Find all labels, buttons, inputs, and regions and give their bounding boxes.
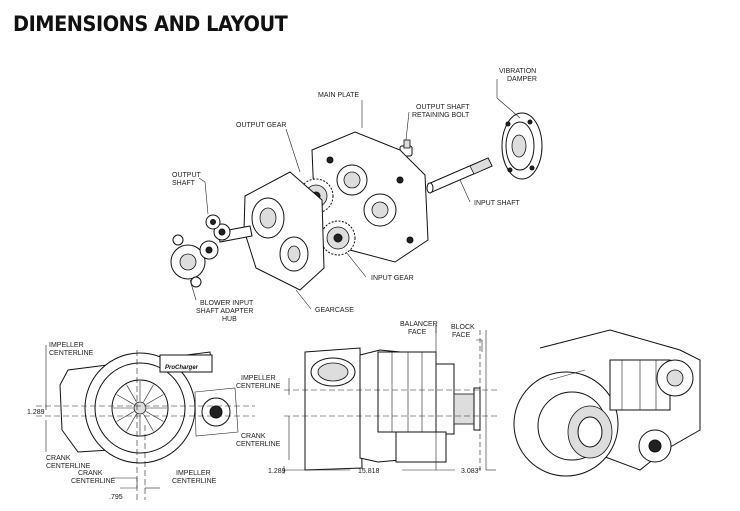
vibration-damper-label-1: VIBRATION — [499, 68, 536, 75]
block-face-label-1: BLOCK — [451, 324, 475, 331]
output-shaft-bolt-label-1: OUTPUT SHAFT — [416, 104, 470, 111]
front-view: ProCharger — [59, 351, 239, 464]
input-shaft-label: INPUT SHAFT — [474, 200, 520, 207]
svg-text:CENTERLINE: CENTERLINE — [71, 478, 116, 485]
crank-centerline-side-2: CENTERLINE — [236, 441, 281, 448]
svg-text:CENTERLINE: CENTERLINE — [236, 383, 281, 390]
svg-text:CRANK: CRANK — [46, 455, 71, 462]
output-gear-label: OUTPUT GEAR — [236, 122, 286, 129]
output-shaft-label-2: SHAFT — [172, 180, 196, 187]
svg-text:CRANK: CRANK — [241, 433, 266, 440]
svg-text:VIBRATION: VIBRATION — [499, 68, 536, 75]
blower-hub-label-1: BLOWER INPUT — [200, 300, 254, 307]
output-shaft-bolt-label-2: RETAINING BOLT — [412, 112, 470, 119]
output-shaft-label-1: OUTPUT — [172, 172, 202, 179]
svg-text:FACE: FACE — [452, 332, 471, 339]
svg-text:SHAFT ADAPTER: SHAFT ADAPTER — [196, 308, 253, 315]
impeller-centerline-side-2: CENTERLINE — [236, 383, 281, 390]
svg-text:DAMPER: DAMPER — [507, 76, 537, 83]
input-shaft — [426, 157, 493, 194]
input-gear-label: INPUT GEAR — [371, 275, 414, 282]
page-title: DIMENSIONS AND LAYOUT — [13, 12, 288, 36]
vibration-damper-label-2: DAMPER — [507, 76, 537, 83]
gearcase — [243, 171, 325, 291]
block-face-label-2: FACE — [452, 332, 471, 339]
svg-text:RETAINING BOLT: RETAINING BOLT — [412, 112, 470, 119]
front-vertical-dim: 1.289 — [27, 409, 45, 416]
side-length-dim: 15.818 — [358, 468, 380, 475]
balancer-face-label-1: BALANCER — [400, 321, 438, 328]
front-horizontal-dim: .795 — [109, 494, 123, 501]
brand-logo-text: ProCharger — [165, 365, 199, 371]
crank-centerline-bottom-1: CRANK — [78, 470, 103, 477]
svg-text:CENTERLINE: CENTERLINE — [236, 441, 281, 448]
isometric-view — [513, 329, 701, 477]
svg-text:SHAFT: SHAFT — [172, 180, 196, 187]
crank-centerline-left-1: CRANK — [46, 455, 71, 462]
svg-text:BALANCER: BALANCER — [400, 321, 438, 328]
svg-text:HUB: HUB — [222, 316, 237, 323]
blower-hub-label-2: SHAFT ADAPTER — [196, 308, 253, 315]
impeller-centerline-top-2: CENTERLINE — [49, 350, 94, 357]
svg-text:CRANK: CRANK — [78, 470, 103, 477]
impeller-centerline-side-1: IMPELLER — [241, 375, 276, 382]
svg-text:CENTERLINE: CENTERLINE — [172, 478, 217, 485]
impeller-centerline-bottom-1: IMPELLER — [176, 470, 211, 477]
vibration-damper — [501, 112, 543, 180]
gearcase-label: GEARCASE — [315, 307, 354, 314]
svg-text:BLOWER INPUT: BLOWER INPUT — [200, 300, 254, 307]
svg-text:IMPELLER: IMPELLER — [176, 470, 211, 477]
side-view — [304, 347, 481, 471]
crank-centerline-side-1: CRANK — [241, 433, 266, 440]
svg-text:FACE: FACE — [408, 329, 427, 336]
impeller-centerline-top-1: IMPELLER — [49, 342, 84, 349]
svg-text:IMPELLER: IMPELLER — [49, 342, 84, 349]
crank-centerline-bottom-2: CENTERLINE — [71, 478, 116, 485]
crank-centerline-left-2: CENTERLINE — [46, 463, 91, 470]
impeller-centerline-bottom-2: CENTERLINE — [172, 478, 217, 485]
blower-hub — [170, 214, 231, 288]
svg-text:OUTPUT SHAFT: OUTPUT SHAFT — [416, 104, 470, 111]
main-plate-label: MAIN PLATE — [318, 92, 359, 99]
side-vertical-dim: 1.289 — [268, 468, 286, 475]
svg-text:BLOCK: BLOCK — [451, 324, 475, 331]
input-gear — [320, 220, 356, 256]
balancer-face-label-2: FACE — [408, 329, 427, 336]
svg-text:CENTERLINE: CENTERLINE — [49, 350, 94, 357]
side-offset-dim: 3.083" — [461, 468, 482, 475]
blower-hub-label-3: HUB — [222, 316, 237, 323]
svg-text:CENTERLINE: CENTERLINE — [46, 463, 91, 470]
svg-text:OUTPUT: OUTPUT — [172, 172, 202, 179]
svg-text:IMPELLER: IMPELLER — [241, 375, 276, 382]
